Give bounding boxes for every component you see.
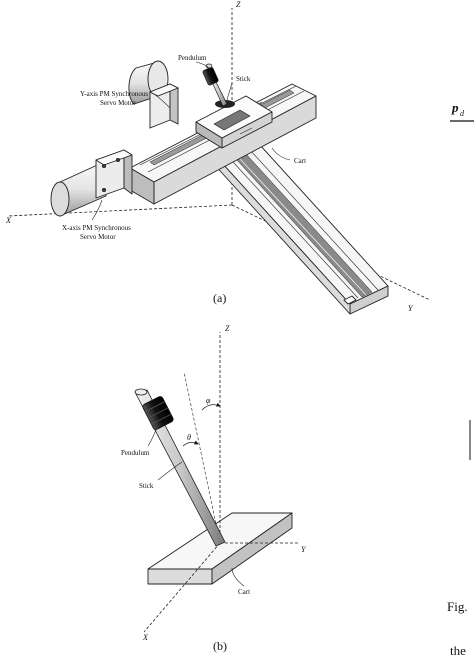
y-motor-label-line2: Servo Motor <box>100 99 136 107</box>
caption-a: (a) <box>213 291 226 305</box>
axes-b <box>143 332 298 633</box>
phi-label: φ <box>206 396 211 405</box>
figure-b: Z Y X φ θ P <box>121 324 307 653</box>
figure-a: Z X Y <box>5 0 431 315</box>
x-axis-label-b: X <box>142 633 149 642</box>
cart-label-a: Cart <box>294 157 306 165</box>
pendulum-label-b: Pendulum <box>121 449 150 457</box>
theta-arc <box>182 440 199 447</box>
pendulum-mass-b <box>142 396 174 430</box>
caption-b: (b) <box>213 639 227 653</box>
x-axis-a <box>7 204 233 217</box>
cart-label-b: Cart <box>238 588 250 596</box>
y-axis-label-b: Y <box>301 545 307 554</box>
y-motor-label-line1: Y-axis PM Synchronous <box>80 90 148 98</box>
projection-line-b <box>183 371 221 544</box>
y-rail <box>211 133 389 315</box>
the-fragment: the <box>450 643 466 658</box>
stick-label-a: Stick <box>236 75 251 83</box>
leaders-a <box>91 61 291 221</box>
leaders-b <box>147 429 245 587</box>
theta-label: θ <box>187 433 191 442</box>
angle-arcs-b <box>182 402 221 447</box>
pendulum-assembly-a <box>202 63 228 107</box>
pendulum-label-a: Pendulum <box>178 54 207 62</box>
cart-b <box>147 512 293 585</box>
x-axis-motor <box>50 149 133 217</box>
stick-label-b: Stick <box>139 482 154 490</box>
y-axis-motor <box>128 60 180 129</box>
z-axis-label-a: Z <box>236 0 241 9</box>
y-axis-label-a: Y <box>408 304 414 313</box>
x-motor-label-line1: X-axis PM Synchronous <box>62 224 131 232</box>
pd-symbol: p <box>451 100 459 115</box>
x-motor-label-line2: Servo Motor <box>80 233 116 241</box>
x-axis-b <box>143 542 221 633</box>
z-axis-label-b: Z <box>225 324 230 333</box>
x-axis-label-a: X <box>5 216 12 225</box>
phi-arc <box>201 402 221 411</box>
fig-fragment: Fig. <box>447 599 468 614</box>
pd-subscript: d <box>460 109 465 118</box>
right-edge-fragments: p d Fig. the <box>447 100 474 658</box>
